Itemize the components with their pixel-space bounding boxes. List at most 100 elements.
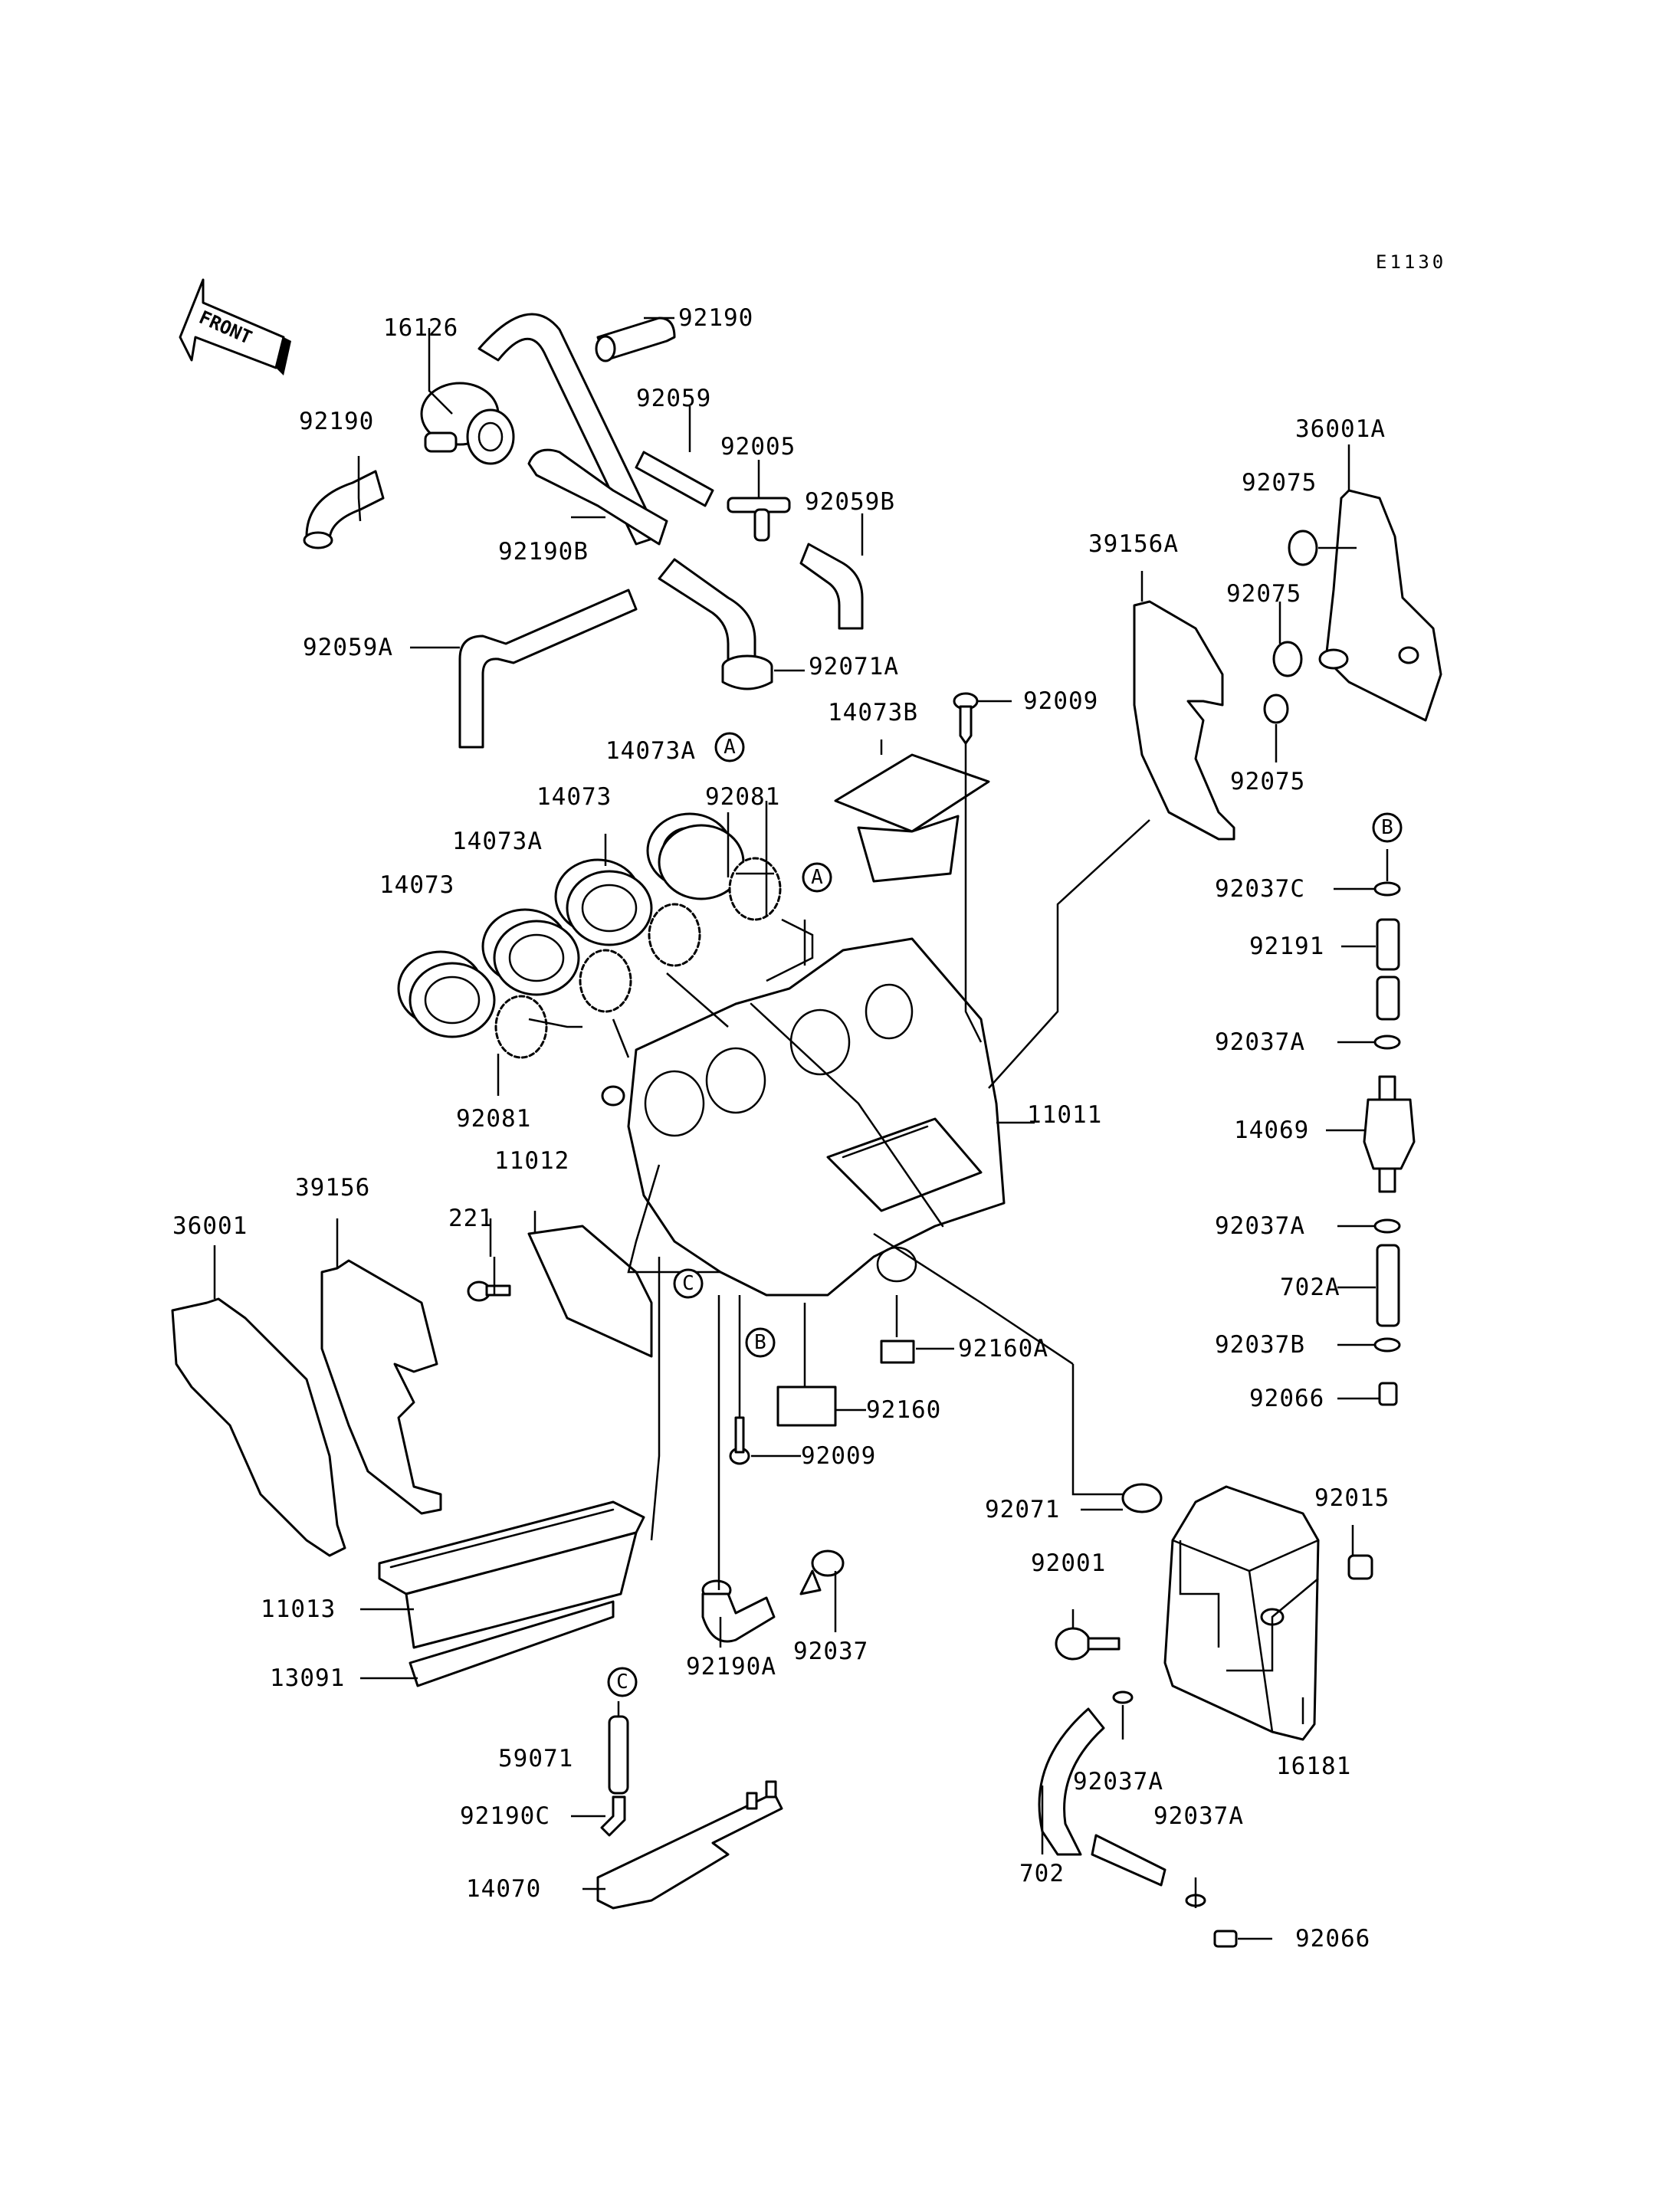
bolt-92001 [1055,1627,1121,1661]
hose-elbow-right [658,558,756,668]
boot-14073A-left [481,908,580,996]
label-11013: 11013 [261,1595,336,1623]
label-36001: 36001 [172,1212,248,1240]
svg-text:B: B [1381,816,1393,839]
svg-text:B: B [754,1331,766,1354]
boot-14073-left [397,950,496,1038]
elbow-92190A [701,1579,776,1643]
label-92191: 92191 [1249,933,1324,960]
label-92075-c: 92075 [1230,768,1305,795]
label-92037B: 92037B [1215,1331,1305,1359]
hose-92190-left [305,470,385,542]
label-14069: 14069 [1234,1117,1309,1144]
clip-92037C [1373,881,1401,897]
label-92190B: 92190B [498,538,589,566]
plate-39156 [320,1259,442,1515]
label-92059A: 92059A [303,634,393,661]
label-16181: 16181 [1276,1753,1351,1780]
svg-text:A: A [724,736,736,759]
label-16126: 16126 [383,314,458,342]
label-92037A-r1: 92037A [1215,1028,1305,1056]
cover-36001 [171,1297,346,1557]
label-39156A: 39156A [1088,530,1179,558]
callout-C-mid: C [673,1268,704,1299]
clip-92037B [1373,1337,1401,1353]
label-702: 702 [1019,1860,1065,1887]
cap-92015 [1347,1554,1373,1580]
plate-39156A [1133,600,1235,841]
label-92081-top: 92081 [705,783,780,811]
label-14073-left: 14073 [379,871,454,899]
label-13091: 13091 [270,1664,345,1692]
cover-14073B [834,753,990,883]
label-59071: 59071 [498,1745,573,1772]
label-92160A: 92160A [958,1335,1048,1362]
label-92059: 92059 [636,385,711,412]
svg-text:C: C [616,1671,628,1694]
label-92009-bottom: 92009 [801,1442,876,1470]
air-cleaner-case-11011 [601,937,1006,1297]
grommet-92071 [1121,1483,1163,1513]
t-joint-92005 [727,497,791,542]
label-36001A: 36001A [1295,415,1386,443]
label-92066-r: 92066 [1249,1385,1324,1412]
label-92037A-r2: 92037A [1215,1212,1305,1240]
clip-92037A-r1 [1373,1035,1401,1050]
hose-92059B [799,543,864,630]
pipe-92191 [1376,918,1400,1021]
hose-59071 [608,1715,629,1795]
hose-92059A [458,589,638,749]
vacuum-valve-16126 [420,382,515,465]
plug-92066-r [1378,1382,1398,1406]
label-92075-b: 92075 [1226,580,1301,608]
pad-92160 [776,1385,837,1427]
label-92037A-b2: 92037A [1153,1802,1244,1830]
label-92081-bottom: 92081 [456,1105,531,1133]
label-92059B: 92059B [805,488,895,516]
plate-11012 [527,1225,653,1358]
screw-92009-top [953,692,979,745]
label-14073B: 14073B [828,699,918,726]
leader-lines [213,316,1389,1940]
callout-B-right: B [1372,812,1403,843]
label-92037: 92037 [793,1638,868,1665]
hose-92190-top-long [477,313,661,546]
filter-11013 [378,1500,645,1649]
label-92015: 92015 [1314,1484,1390,1512]
plug-92066-b [1213,1930,1238,1948]
hose-end-left [303,531,333,549]
tray-14070 [596,1780,783,1910]
callout-C-bottom: C [607,1667,638,1697]
label-39156: 39156 [295,1174,370,1202]
label-11012: 11012 [494,1147,569,1175]
pad-92160A [880,1340,915,1364]
clip-92037 [799,1549,845,1595]
svg-text:A: A [811,866,823,889]
label-92071: 92071 [985,1496,1060,1523]
pipe-702A [1376,1244,1400,1327]
label-92190A: 92190A [686,1653,776,1681]
hose-92190C [600,1795,626,1837]
clip-92037A-r2 [1373,1218,1401,1234]
hose-702-lower [1091,1834,1166,1887]
label-221: 221 [448,1205,494,1232]
cover-36001A [1318,489,1442,722]
label-92190C: 92190C [460,1802,550,1830]
label-11011: 11011 [1027,1101,1102,1129]
label-92071A: 92071A [809,653,899,680]
part-labels: 16126 92190 92190 92059 92005 92059B 921… [172,304,1390,1953]
label-14073A-top: 14073A [605,737,696,765]
label-92160: 92160 [866,1396,941,1424]
callout-A-top: A [714,732,745,762]
hose-702 [1038,1707,1105,1856]
label-92009-top: 92009 [1023,687,1098,715]
hose-92059 [635,451,714,507]
svg-text:C: C [682,1272,694,1295]
screw-221 [467,1280,511,1302]
label-92005: 92005 [720,433,796,461]
tank-16181 [1163,1485,1320,1741]
boot-14073-mid [554,858,653,946]
label-92190-top: 92190 [678,304,753,332]
hose-92190B [527,448,668,546]
